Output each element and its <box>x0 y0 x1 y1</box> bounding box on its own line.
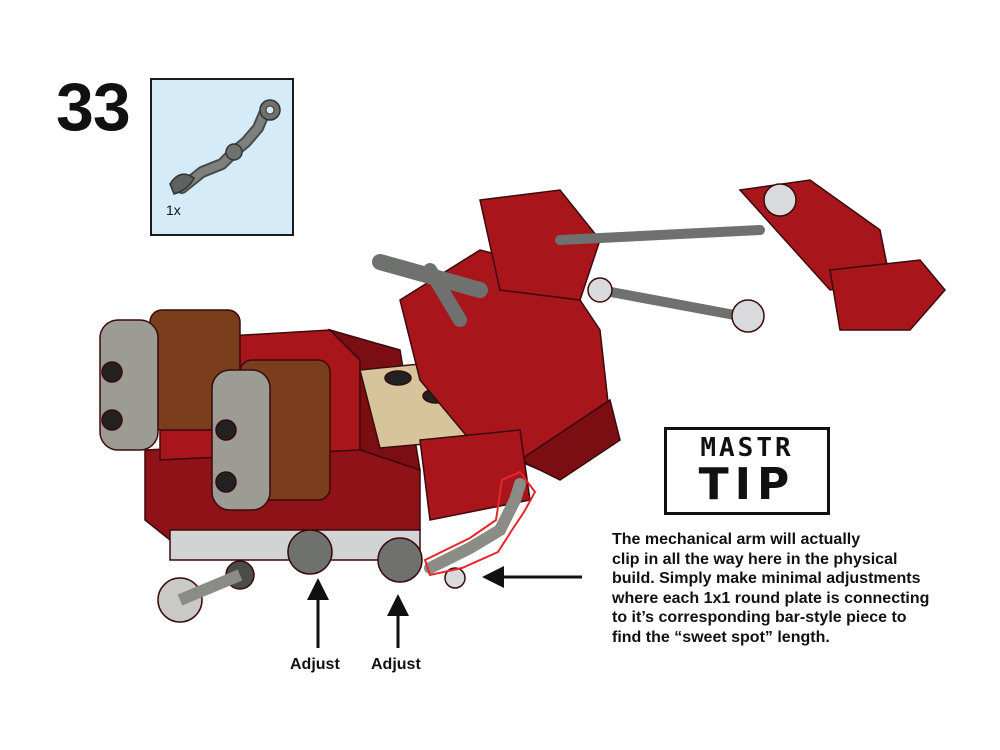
pointer-arrow-left <box>482 566 582 588</box>
tip-text-line: build. Simply make minimal adjustments <box>612 569 982 589</box>
pointer-arrow-up-2 <box>387 594 409 648</box>
tip-badge-line1: MASTR <box>700 435 793 461</box>
tip-text-line: find the “sweet spot” length. <box>612 628 982 648</box>
tip-text-line: The mechanical arm will actually <box>612 530 982 550</box>
tip-text-line: to it’s corresponding bar-style piece to <box>612 608 982 628</box>
adjust-label-2: Adjust <box>371 656 421 674</box>
pointer-arrow-up-1 <box>307 578 329 648</box>
tip-text-line: where each 1x1 round plate is connecting <box>612 589 982 609</box>
adjust-label-1: Adjust <box>290 656 340 674</box>
tip-badge-line2: TIP <box>699 463 796 507</box>
tip-text: The mechanical arm will actually clip in… <box>612 530 982 647</box>
mastr-tip-badge: MASTR TIP <box>664 427 830 515</box>
tip-text-line: clip in all the way here in the physical <box>612 550 982 570</box>
